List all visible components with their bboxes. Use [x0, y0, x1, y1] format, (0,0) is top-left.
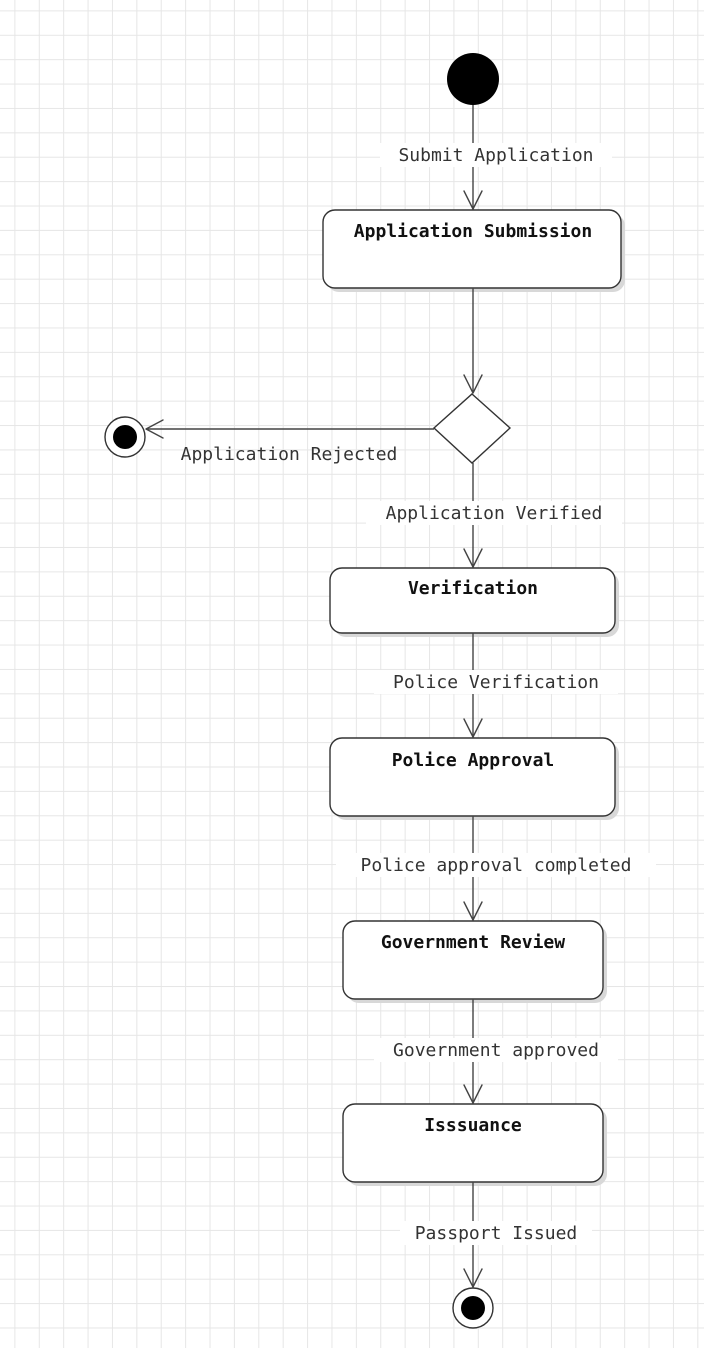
- edge-submission-to-decision[interactable]: [463, 288, 483, 394]
- activity-label-police-approval: Police Approval: [392, 750, 555, 771]
- edge-label-police-approval-completed: Police approval completed: [361, 855, 632, 876]
- edge-label-passport-issued: Passport Issued: [415, 1223, 578, 1244]
- activity-label-government-review: Government Review: [381, 932, 565, 953]
- activity-issuance[interactable]: Isssuance: [342, 1103, 607, 1186]
- end-node-final[interactable]: [452, 1287, 494, 1329]
- activity-application-submission[interactable]: Application Submission: [322, 209, 625, 292]
- edge-application-verified[interactable]: Application Verified: [366, 463, 622, 568]
- activity-label-verification: Verification: [408, 578, 538, 599]
- start-node[interactable]: [447, 53, 499, 105]
- edge-passport-issued[interactable]: Passport Issued: [400, 1182, 592, 1288]
- edge-label-application-rejected: Application Rejected: [181, 444, 398, 465]
- edge-police-approval-completed[interactable]: Police approval completed: [336, 816, 656, 921]
- edge-police-verification[interactable]: Police Verification: [374, 633, 618, 738]
- edge-government-approved[interactable]: Government approved: [374, 999, 618, 1104]
- edge-application-rejected[interactable]: Application Rejected: [145, 419, 434, 465]
- activity-police-approval[interactable]: Police Approval: [329, 737, 619, 820]
- decision-node[interactable]: [432, 393, 512, 464]
- edge-label-application-verified: Application Verified: [386, 503, 603, 524]
- edge-label-police-verification: Police Verification: [393, 672, 599, 693]
- edge-label-government-approved: Government approved: [393, 1040, 599, 1061]
- edge-label-submit-application: Submit Application: [398, 145, 593, 166]
- edge-submit-application[interactable]: Submit Application: [380, 105, 612, 210]
- activity-label-issuance: Isssuance: [424, 1115, 522, 1136]
- end-node-rejected[interactable]: [104, 416, 146, 458]
- activity-verification[interactable]: Verification: [329, 567, 619, 637]
- activity-label-application-submission: Application Submission: [354, 221, 592, 242]
- activity-government-review[interactable]: Government Review: [342, 920, 607, 1003]
